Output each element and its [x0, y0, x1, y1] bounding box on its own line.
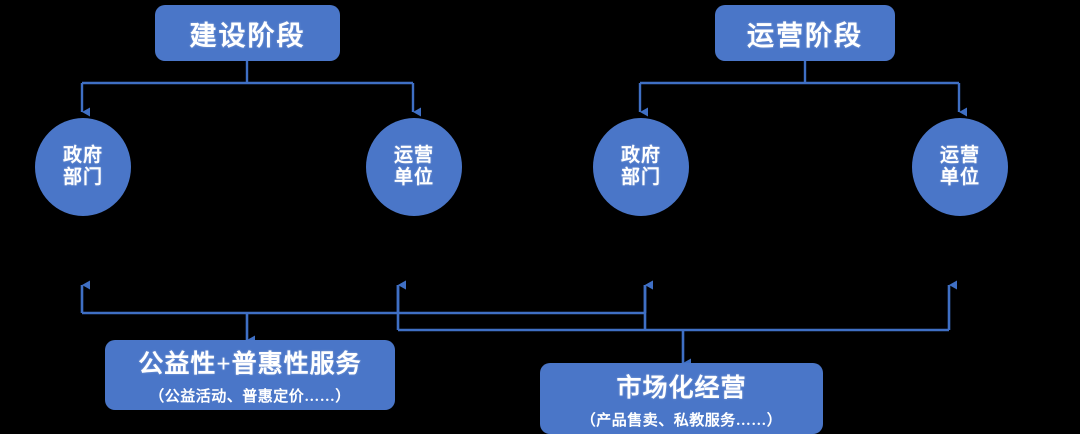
phase-box-operation[interactable]: 运营阶段 — [715, 5, 895, 61]
outcome-box-market-operation[interactable]: 市场化经营 （产品售卖、私教服务……） — [540, 363, 823, 434]
actor-label-line2: 部门 — [62, 167, 103, 188]
phase-label: 运营阶段 — [747, 20, 863, 51]
edge-market-operation-bus — [396, 280, 957, 368]
actor-government-operation[interactable]: 政府 部门 — [593, 118, 689, 216]
actor-operator-operation[interactable]: 运营 单位 — [912, 118, 1008, 216]
actor-label-line1: 运营 — [939, 144, 980, 166]
phase-label: 建设阶段 — [189, 20, 306, 51]
actor-label-line1: 政府 — [620, 144, 661, 166]
outcome-box-public-welfare[interactable]: 公益性+普惠性服务 （公益活动、普惠定价……） — [105, 340, 395, 410]
edge-construction-fanout — [80, 60, 421, 117]
outcome-subtitle: （产品售卖、私教服务……） — [580, 412, 783, 429]
actor-label-line2: 部门 — [620, 167, 661, 188]
phase-box-construction[interactable]: 建设阶段 — [155, 5, 340, 61]
outcome-subtitle: （公益活动、普惠定价……） — [149, 389, 351, 405]
edge-operation-fanout — [638, 60, 967, 117]
actor-label-line2: 单位 — [939, 167, 980, 188]
actor-label-line1: 运营 — [393, 144, 434, 166]
outcome-title: 公益性+普惠性服务 — [138, 351, 362, 378]
actor-label-line2: 单位 — [393, 167, 434, 188]
edge-public-welfare-bus — [80, 280, 653, 345]
actor-operator-construction[interactable]: 运营 单位 — [366, 118, 462, 216]
actor-label-line1: 政府 — [62, 144, 103, 166]
outcome-title: 市场化经营 — [616, 374, 747, 402]
actor-government-construction[interactable]: 政府 部门 — [35, 118, 131, 216]
